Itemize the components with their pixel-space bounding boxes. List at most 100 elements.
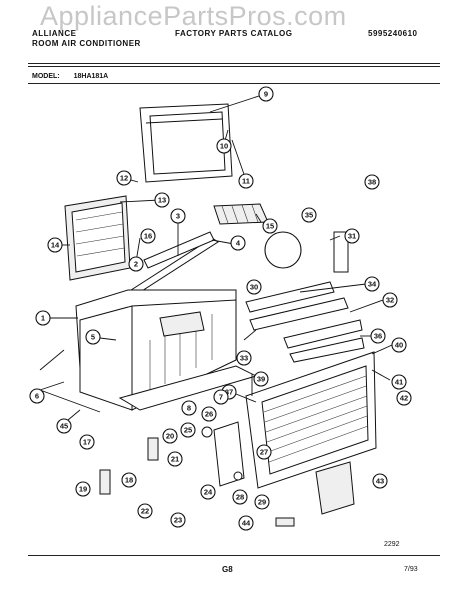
svg-text:20: 20 [166, 432, 174, 441]
svg-text:15: 15 [266, 222, 274, 231]
svg-text:23: 23 [174, 516, 182, 525]
svg-text:6: 6 [35, 392, 39, 401]
callout-1[interactable]: 1 [35, 310, 51, 326]
svg-text:30: 30 [250, 283, 258, 292]
svg-text:31: 31 [348, 232, 356, 241]
svg-text:19: 19 [79, 485, 87, 494]
callout-6[interactable]: 6 [29, 388, 45, 404]
callout-38[interactable]: 38 [364, 174, 380, 190]
svg-text:33: 33 [240, 354, 248, 363]
brand-name: ALLIANCE [32, 29, 77, 38]
callout-42[interactable]: 42 [396, 390, 412, 406]
model-line: MODEL:18HA181A [32, 73, 108, 80]
svg-text:41: 41 [395, 378, 403, 387]
svg-text:2: 2 [134, 260, 138, 269]
louver-assembly [245, 281, 365, 363]
header-rule-top [28, 63, 440, 64]
callout-13[interactable]: 13 [154, 192, 170, 208]
model-number: 18HA181A [73, 73, 109, 80]
svg-text:17: 17 [83, 438, 91, 447]
svg-text:4: 4 [236, 239, 241, 248]
footer-rule [28, 555, 440, 556]
callout-39[interactable]: 39 [253, 371, 269, 387]
callout-8[interactable]: 8 [181, 400, 197, 416]
svg-text:21: 21 [171, 455, 179, 464]
callout-10[interactable]: 10 [216, 138, 232, 154]
callout-22[interactable]: 22 [137, 503, 153, 519]
svg-text:32: 32 [386, 296, 394, 305]
svg-text:37: 37 [225, 388, 233, 397]
svg-text:24: 24 [204, 488, 213, 497]
svg-text:5: 5 [91, 333, 95, 342]
callout-24[interactable]: 24 [200, 484, 216, 500]
callout-29[interactable]: 29 [254, 494, 270, 510]
svg-text:40: 40 [395, 341, 403, 350]
svg-text:38: 38 [368, 178, 376, 187]
main-cabinet [75, 289, 237, 411]
callout-40[interactable]: 40 [391, 337, 407, 353]
callout-28[interactable]: 28 [232, 489, 248, 505]
callout-17[interactable]: 17 [79, 434, 95, 450]
callout-23[interactable]: 23 [170, 512, 186, 528]
knob [201, 426, 213, 438]
callout-15[interactable]: 15 [262, 218, 278, 234]
svg-text:28: 28 [236, 493, 244, 502]
svg-text:27: 27 [260, 448, 268, 457]
air-filter [64, 195, 131, 281]
watermark: AppliancePartsPros.com [40, 1, 347, 31]
callout-12[interactable]: 12 [116, 170, 132, 186]
callout-26[interactable]: 26 [201, 406, 217, 422]
callout-27[interactable]: 27 [256, 444, 272, 460]
catalog-title: FACTORY PARTS CATALOG [175, 29, 293, 38]
svg-text:1: 1 [41, 314, 45, 323]
callout-21[interactable]: 21 [167, 451, 183, 467]
callout-33[interactable]: 33 [236, 350, 252, 366]
callout-16[interactable]: 16 [140, 228, 156, 244]
side-curtain [333, 231, 349, 273]
callout-19[interactable]: 19 [75, 481, 91, 497]
callout-34[interactable]: 34 [364, 276, 380, 292]
header-rule-bottom [28, 66, 440, 67]
callout-43[interactable]: 43 [372, 473, 388, 489]
callout-30[interactable]: 30 [246, 279, 262, 295]
callout-32[interactable]: 32 [382, 292, 398, 308]
callout-44[interactable]: 44 [238, 515, 254, 531]
callout-11[interactable]: 11 [238, 173, 254, 189]
model-rule [28, 83, 440, 84]
svg-text:36: 36 [374, 332, 382, 341]
svg-text:26: 26 [205, 410, 213, 419]
callout-5[interactable]: 5 [85, 329, 101, 345]
svg-text:14: 14 [51, 241, 60, 250]
callout-31[interactable]: 31 [344, 228, 360, 244]
doc-number: 5995240610 [368, 29, 418, 38]
callout-9[interactable]: 9 [258, 86, 274, 102]
svg-text:7: 7 [219, 393, 223, 402]
insulation-strip [213, 203, 269, 225]
callout-14[interactable]: 14 [47, 237, 63, 253]
callout-41[interactable]: 41 [391, 374, 407, 390]
callout-35[interactable]: 35 [301, 207, 317, 223]
svg-text:39: 39 [257, 375, 265, 384]
svg-text:34: 34 [368, 280, 377, 289]
callout-36[interactable]: 36 [370, 328, 386, 344]
drawing-number: 2292 [384, 541, 400, 548]
svg-text:29: 29 [258, 498, 266, 507]
svg-text:42: 42 [400, 394, 408, 403]
svg-text:44: 44 [242, 519, 251, 528]
svg-text:22: 22 [141, 507, 149, 516]
svg-text:3: 3 [176, 212, 180, 221]
svg-text:25: 25 [184, 426, 192, 435]
callout-45[interactable]: 45 [56, 418, 72, 434]
front-frame [139, 103, 233, 183]
callout-25[interactable]: 25 [180, 422, 196, 438]
top-rail [127, 231, 219, 297]
callout-7[interactable]: 7 [213, 389, 229, 405]
callout-3[interactable]: 3 [170, 208, 186, 224]
callout-18[interactable]: 18 [121, 472, 137, 488]
callout-2[interactable]: 2 [128, 256, 144, 272]
clip [99, 469, 111, 495]
callout-20[interactable]: 20 [162, 428, 178, 444]
callout-4[interactable]: 4 [230, 235, 246, 251]
page-number: G8 [222, 565, 233, 574]
